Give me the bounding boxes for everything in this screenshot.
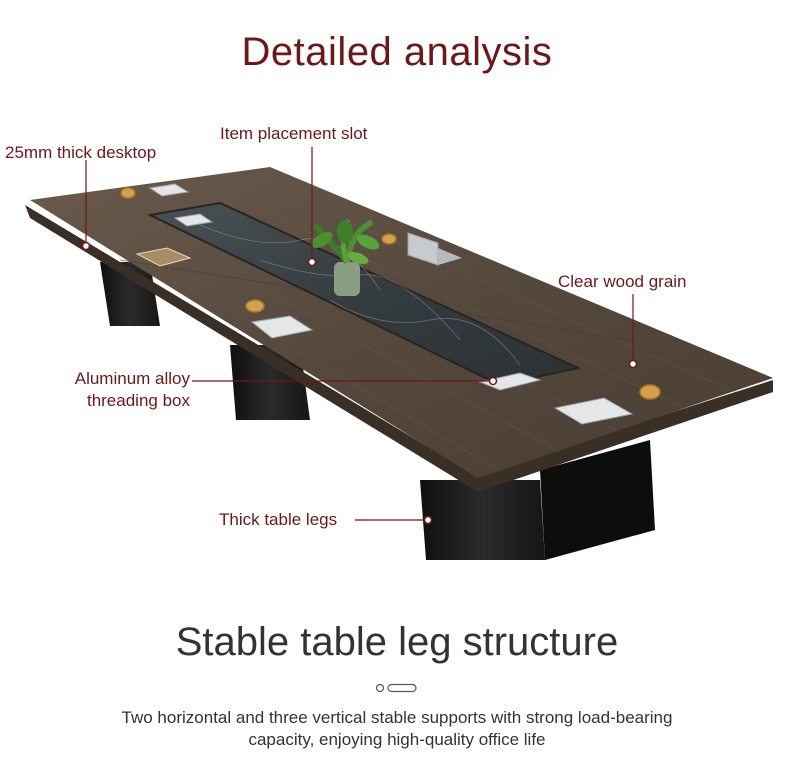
callout-label-alloy: Aluminum alloy threading box — [40, 368, 190, 412]
table-leg-middle — [230, 345, 310, 420]
notebook — [135, 247, 192, 267]
callout-dot-slot — [307, 257, 317, 267]
socket-box — [148, 183, 190, 197]
table-edge — [25, 205, 773, 492]
table-leg-front — [420, 480, 545, 560]
divider-ornament — [375, 683, 417, 693]
callout-label-alloy-line1: Aluminum alloy — [74, 369, 190, 388]
callout-dot-grain — [628, 359, 638, 369]
plant-decoration — [311, 219, 380, 296]
laptop — [407, 232, 462, 266]
socket-box — [173, 213, 214, 227]
section-description: Two horizontal and three vertical stable… — [0, 707, 794, 751]
table-leg-front-side — [540, 440, 655, 560]
socket-box — [553, 397, 634, 425]
description-line-2: capacity, enjoying high-quality office l… — [248, 730, 546, 749]
socket-box — [250, 315, 314, 339]
table-legs — [100, 262, 655, 560]
page-title: Detailed analysis — [241, 30, 553, 74]
cable-grommets — [120, 187, 661, 400]
callout-dot-legs — [423, 515, 433, 525]
callout-dot-alloy — [488, 376, 498, 386]
callout-label-slot: Item placement slot — [220, 124, 368, 143]
callout-dot-desktop — [81, 241, 91, 251]
description-line-1: Two horizontal and three vertical stable… — [121, 708, 673, 727]
callout-label-alloy-line2: threading box — [86, 391, 190, 410]
section-subtitle: Stable table leg structure — [175, 620, 619, 664]
callout-label-grain: Clear wood grain — [558, 272, 687, 291]
item-placement-slot — [146, 201, 582, 387]
aluminum-threading-box — [478, 372, 542, 391]
callout-label-legs: Thick table legs — [219, 510, 338, 529]
callout-label-desktop: 25mm thick desktop — [5, 143, 157, 162]
